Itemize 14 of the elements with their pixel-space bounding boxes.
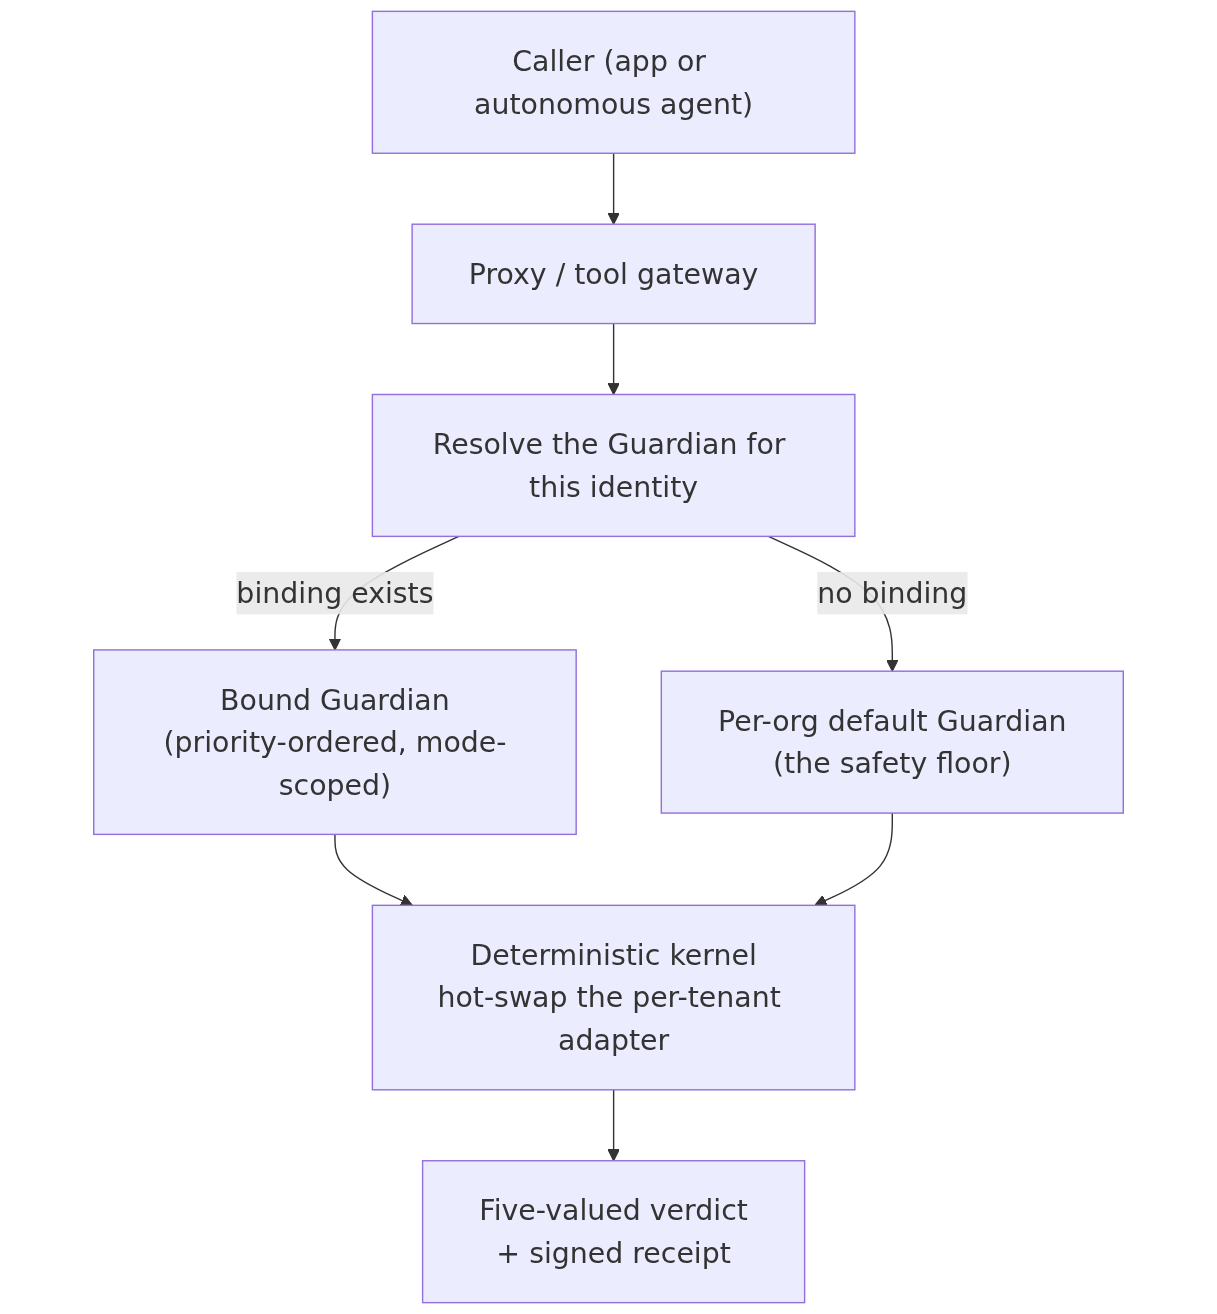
node-box: Per-org default Guardian (the safety floor) <box>660 670 1124 814</box>
node-box: Bound Guardian (priority-ordered, mode-scoped) <box>93 649 577 836</box>
arrow <box>607 1089 620 1162</box>
node-box: Proxy / tool gateway <box>411 223 816 325</box>
edge-label: no binding <box>817 576 968 611</box>
node-box: Caller (app or autonomous agent) <box>371 10 856 154</box>
node-box: Resolve the Guardian for this identity <box>371 393 856 538</box>
arrow <box>334 833 413 907</box>
node-box: Deterministic kernel hot-swap the per-tenant adapter <box>371 904 856 1091</box>
edge-label: binding exists <box>236 576 434 611</box>
node-box: Five-valued verdict + signed receipt <box>421 1160 806 1304</box>
arrow <box>814 812 893 907</box>
arrow <box>607 152 620 225</box>
arrow <box>607 322 620 396</box>
